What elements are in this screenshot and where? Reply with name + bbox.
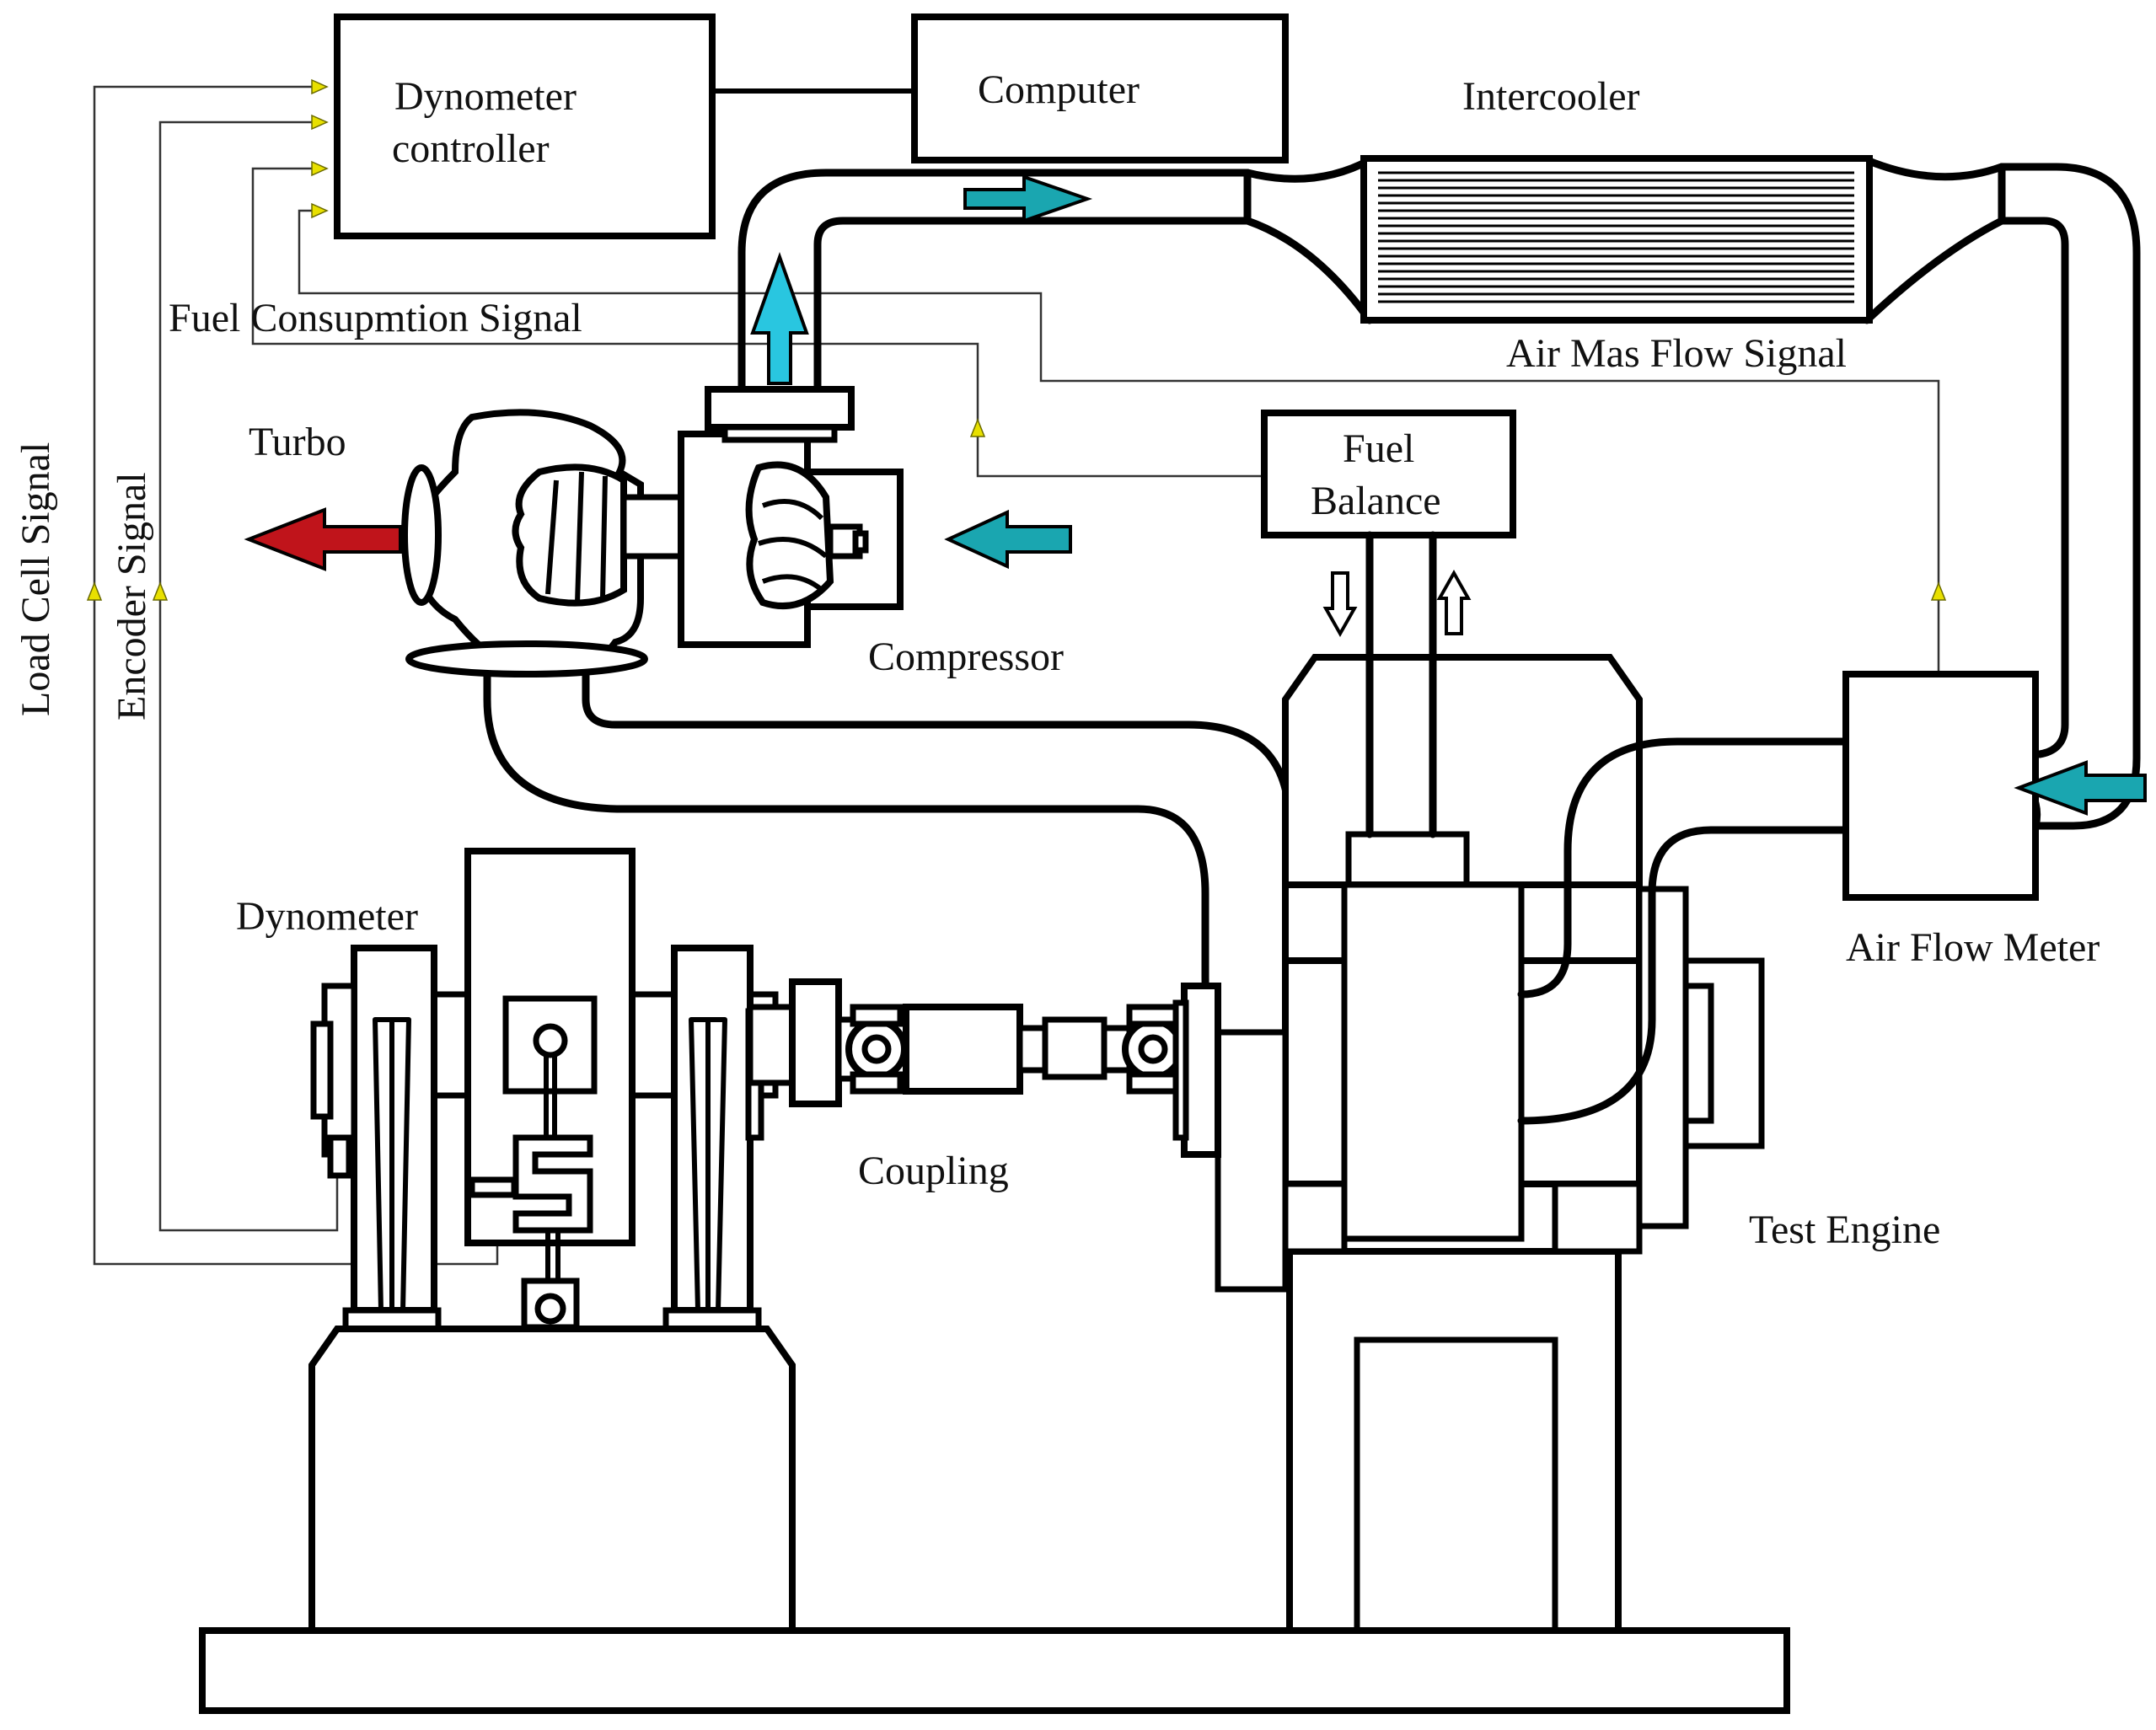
intake-return-arrow-icon	[2014, 760, 2147, 816]
fuel-consumption-signal-wire	[251, 167, 1264, 478]
airflow-input-arrow-icon	[311, 202, 329, 219]
compressor-wheel	[745, 461, 834, 610]
dyno-right-pedestal	[671, 945, 754, 1314]
fuel-input-arrow-icon	[311, 160, 329, 177]
coupling-label: Coupling	[858, 1149, 1009, 1193]
intake-ducting	[1517, 737, 1850, 1125]
fuel-consumption-signal-label: Fuel Consupmtion Signal	[169, 296, 582, 340]
fuel-balance-label-line1: Fuel	[1343, 426, 1414, 471]
dyno-controller-label-line1: Dynometer	[394, 74, 577, 119]
injector-block	[1345, 831, 1470, 892]
coupling	[747, 978, 1221, 1158]
air-flow-meter-label: Air Flow Meter	[1846, 925, 2100, 970]
exhaust-out-arrow-icon	[244, 507, 402, 571]
load-cell-input-arrow-icon	[311, 78, 329, 95]
air-ducting	[737, 156, 2141, 830]
signal-wires	[93, 85, 1940, 1266]
computer-box	[911, 13, 1289, 163]
engine-mount-right	[1552, 1181, 1643, 1255]
load-cell-signal-label: Load Cell Signal	[13, 442, 58, 716]
airflow-signal-up-arrow-icon	[1930, 581, 1947, 601]
fuel-down-arrow-icon	[1322, 571, 1358, 638]
turbine-base-flange	[405, 640, 648, 678]
air-flow-meter-box	[1842, 671, 2039, 901]
compressor-outlet-flange	[705, 386, 855, 431]
intercooler	[1360, 155, 1873, 324]
compressor-inlet-arrow-icon	[944, 509, 1072, 570]
coupling-flange-right	[1181, 983, 1221, 1158]
test-engine-label: Test Engine	[1749, 1208, 1940, 1252]
dyno-gauge-knob	[533, 1023, 568, 1058]
dynometer	[308, 848, 796, 1634]
compressor-label: Compressor	[868, 635, 1064, 679]
intercooler-core	[1360, 155, 1873, 324]
fuel-balance-box	[1261, 410, 1516, 538]
turbo-label: Turbo	[249, 420, 346, 464]
intercooler-label: Intercooler	[1462, 74, 1640, 119]
dynometer-label: Dynometer	[236, 894, 418, 939]
engine-flywheel-housing	[1215, 1029, 1289, 1293]
encoder-signal-label: Encoder Signal	[110, 472, 154, 720]
air-mass-flow-signal-wire	[298, 209, 1940, 674]
encoder-input-arrow-icon	[311, 114, 329, 131]
coupling-sleeve	[903, 1004, 1023, 1095]
compressor-outlet-arrow-icon	[750, 252, 809, 385]
coupling-shaft-left	[747, 1004, 796, 1086]
engine-cylinder	[1341, 881, 1525, 1242]
load-cell-signal-wire	[93, 85, 499, 1266]
engine-mount-left	[1282, 1181, 1348, 1255]
load-cell-up-arrow-icon	[86, 581, 103, 601]
charge-air-arrow-icon	[963, 174, 1093, 223]
dyno-load-cell	[512, 1134, 593, 1234]
fuel-signal-up-arrow-icon	[969, 417, 986, 437]
signal-arrow-markers	[86, 78, 1947, 601]
test-bed-base-plate	[199, 1627, 1790, 1714]
turbine-wheel	[512, 463, 627, 607]
encoder-up-arrow-icon	[152, 581, 169, 601]
coupling-flange-left	[789, 978, 842, 1107]
engine-stand-window	[1354, 1336, 1558, 1634]
fuel-balance-label-line2: Balance	[1311, 479, 1441, 523]
engine-front-hub-inner	[1682, 983, 1714, 1124]
turbine-inlet-flange	[401, 464, 442, 606]
fuel-up-arrow-icon	[1436, 569, 1472, 635]
turbocharger	[400, 386, 904, 678]
test-engine	[1215, 653, 1765, 1634]
dyno-base	[308, 1326, 796, 1634]
computer-label: Computer	[978, 67, 1140, 112]
dyno-controller-box	[334, 13, 716, 239]
dyno-controller-label-line2: controller	[392, 126, 550, 171]
air-mass-flow-signal-label: Air Mas Flow Signal	[1506, 331, 1847, 376]
encoder-signal-wire	[158, 121, 339, 1232]
